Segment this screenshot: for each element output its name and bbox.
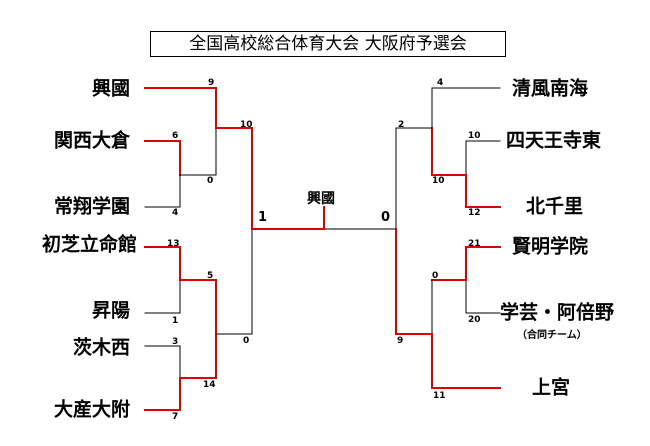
team-ibaraki-nishi: 茨木西 [72, 336, 130, 359]
score-sf-bot-winner: 9 [397, 336, 404, 346]
team-osaka-sangyo-fuzoku: 大産大附 [53, 398, 130, 421]
score-josho-gakuen: 4 [172, 208, 179, 218]
team-shoyo: 昇陽 [91, 299, 130, 322]
team-gakugei-abeno: 学芸・阿倍野 [500, 301, 615, 324]
score-r1-top-winner: 10 [432, 176, 445, 186]
score-shitennoji-higashi: 10 [468, 131, 481, 141]
score-seifu-nankai: 4 [437, 78, 444, 88]
team-kokoku: 興國 [91, 77, 130, 100]
score-sf-top-winner: 10 [240, 120, 253, 130]
score-sf-top-loser: 2 [398, 120, 405, 130]
score-ibaraki-nishi: 3 [172, 337, 179, 347]
team-josho-gakuen: 常翔学園 [53, 195, 130, 218]
team-kenmei-gakuin: 賢明学院 [512, 235, 589, 258]
team-hatsushiba-ritsumeikan: 初芝立命館 [41, 233, 137, 256]
score-kansai-okura: 6 [172, 131, 179, 141]
score-final-right: 0 [381, 210, 391, 225]
score-r1-mid: 5 [207, 271, 214, 281]
score-shoyo: 1 [172, 316, 179, 326]
score-kokoku: 9 [208, 78, 215, 88]
team-seifu-nankai: 清風南海 [512, 77, 589, 100]
team-shitennoji-higashi: 四天王寺東 [506, 129, 602, 152]
score-osaka-sangyo: 7 [172, 412, 179, 422]
score-sf-bot-loser: 0 [243, 336, 250, 346]
score-r1-mid-loser: 0 [432, 271, 439, 281]
team-kitasenri: 北千里 [526, 195, 584, 218]
tournament-title: 全国高校総合体育大会 大阪府予選会 [150, 31, 506, 57]
score-r1-top-loser: 0 [207, 176, 214, 186]
score-hatsushiba: 13 [167, 239, 180, 249]
score-uemiya: 11 [433, 391, 446, 401]
score-kenmei-gakuin: 21 [468, 239, 481, 249]
score-final-left: 1 [258, 210, 268, 225]
champion-label: 興國 [307, 191, 335, 207]
score-kitasenri: 12 [468, 208, 481, 218]
score-gakugei-abeno: 20 [468, 315, 481, 325]
joint-team-note: （合同チーム） [517, 330, 587, 341]
team-uemiya: 上宮 [532, 376, 571, 399]
score-r1-bot: 14 [203, 380, 216, 390]
team-kansai-okura: 関西大倉 [53, 129, 130, 152]
